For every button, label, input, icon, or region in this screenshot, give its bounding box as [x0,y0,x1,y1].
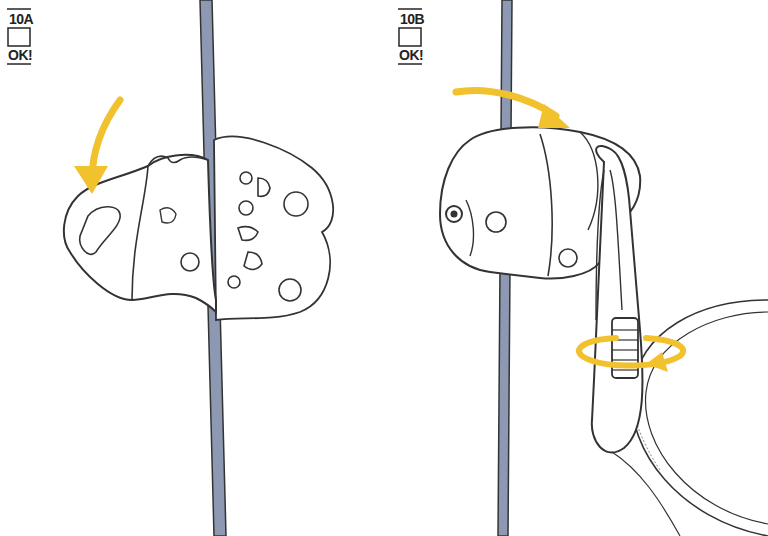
side-plate [214,137,333,320]
header-bar [398,63,422,65]
header-bar [398,8,422,10]
step-label: 10B [400,12,424,26]
carabiner [592,146,643,453]
header-bar [7,8,31,10]
header-bar [7,63,31,65]
locking-sleeve [612,318,638,378]
step-label: OK! [399,48,423,62]
sling [632,300,768,536]
check-box [8,28,30,46]
handle-slot [80,207,120,255]
arrow-head [74,166,108,194]
rotation-arrow [579,338,683,366]
cam-handle [64,155,216,312]
check-box [399,28,421,46]
step-label: OK! [8,48,32,62]
step-label: 10A [9,12,33,26]
motion-arrow [456,90,556,116]
arrow-head [538,104,570,128]
